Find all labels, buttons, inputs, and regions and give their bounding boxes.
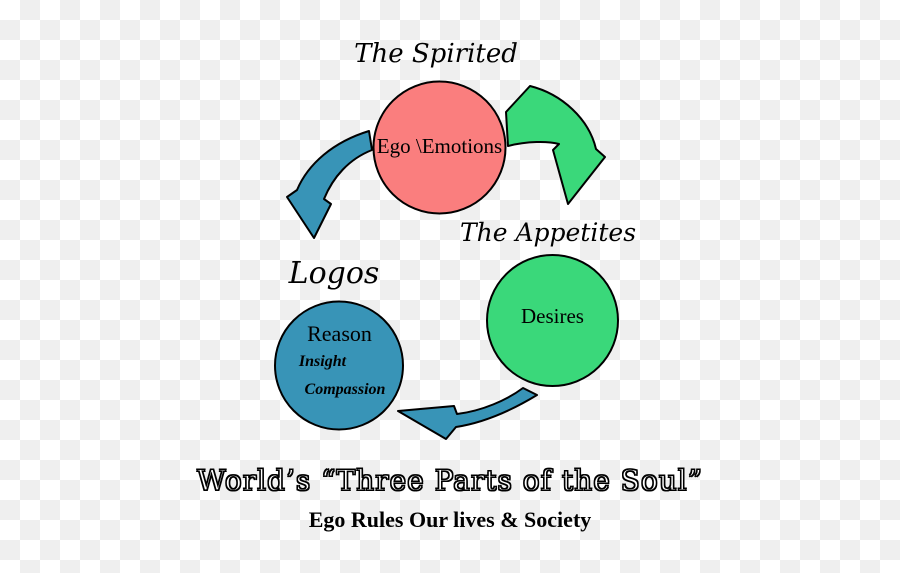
reason-circle-label: Reason: [307, 321, 372, 346]
logos-label: Logos: [288, 256, 380, 291]
arrow-ego-to-appetites-icon: [505, 85, 606, 205]
arrow-ego-to-logos-icon: [286, 130, 373, 239]
soul-title: World’s “Three Parts of the Soul”: [196, 463, 704, 497]
arrow-desires-to-reason-icon: [397, 387, 538, 440]
ego-circle: [372, 80, 507, 215]
desires-circle: [486, 254, 619, 387]
ego-rules-subtitle: Ego Rules Our lives & Society: [308, 507, 592, 532]
reason-circle: [274, 300, 404, 431]
spirited-label: The Spirited: [354, 39, 518, 69]
compassion-label: Compassion: [304, 381, 386, 398]
ego-circle-label: Ego \Emotions: [376, 134, 503, 158]
insight-label: Insight: [298, 353, 347, 370]
desires-circle-label: Desires: [521, 304, 584, 328]
appetites-label: The Appetites: [459, 218, 637, 247]
